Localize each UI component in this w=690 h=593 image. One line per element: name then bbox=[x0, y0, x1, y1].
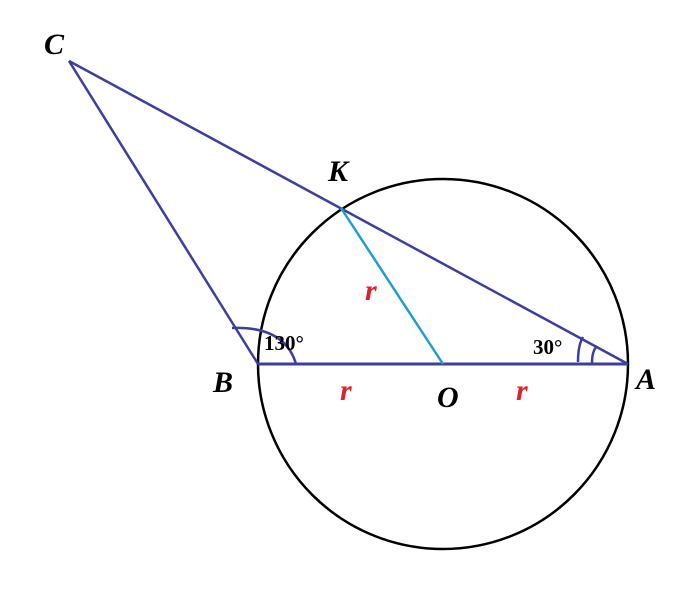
label-point-k: K bbox=[327, 155, 350, 188]
radius-label-oa: r bbox=[516, 374, 528, 407]
label-point-c: C bbox=[44, 28, 65, 61]
angle-label-b: 130° bbox=[264, 331, 304, 355]
label-point-o: O bbox=[437, 381, 459, 414]
label-point-b: B bbox=[212, 366, 233, 399]
label-point-a: A bbox=[634, 363, 656, 396]
angle-arc-a-inner bbox=[590, 345, 598, 364]
segment-cb bbox=[67, 60, 260, 365]
angle-label-a: 30° bbox=[533, 335, 562, 359]
radius-label-ok: r bbox=[365, 274, 377, 307]
radius-label-bo: r bbox=[340, 374, 352, 407]
segment-ca bbox=[68, 59, 629, 366]
segment-ok bbox=[339, 207, 445, 365]
angle-arc-a-outer bbox=[576, 336, 585, 363]
angle-arc-b bbox=[231, 326, 298, 365]
